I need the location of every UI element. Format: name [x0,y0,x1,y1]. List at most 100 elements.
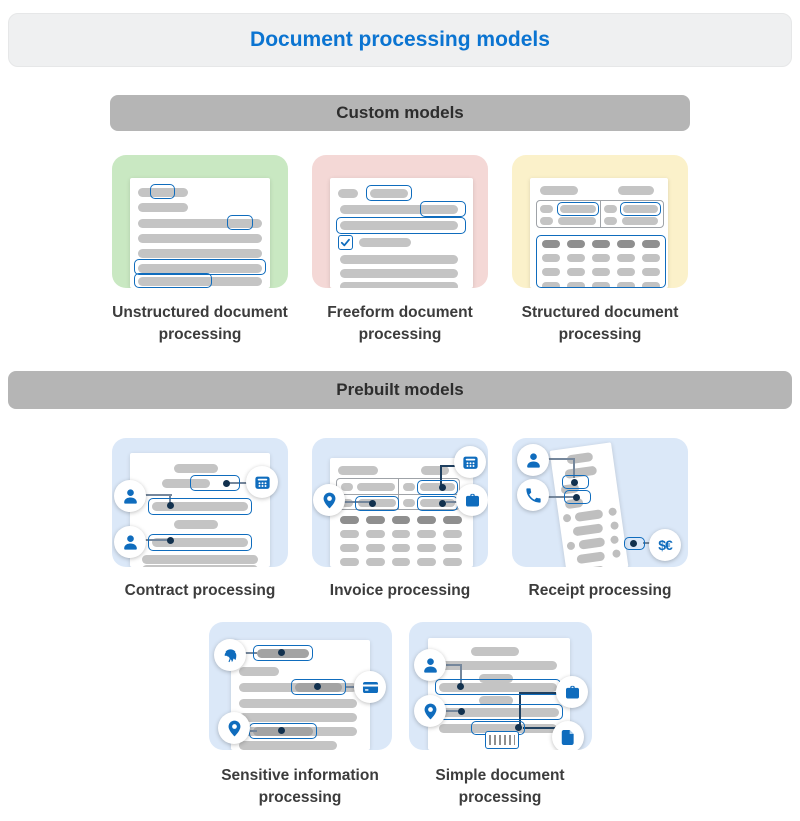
text-placeholder-bar [421,466,449,475]
table-cell-pill [592,268,610,276]
text-placeholder-bar [152,502,248,511]
field-highlight-box [557,202,599,216]
person-icon [114,480,146,512]
table-cell-pill [391,530,411,538]
table-cell-pill [340,544,359,552]
text-placeholder-bar [540,186,578,195]
table-cell-pill [340,516,359,524]
decor [427,706,433,712]
label-structured: Structured document processing [490,302,710,346]
card-sensitive-information-processing [209,622,392,750]
field-highlight-box [253,645,313,661]
field-highlight-box [148,534,252,551]
decor [424,703,436,719]
table-cell-pill [642,240,660,248]
label-line: Simple document [435,767,565,784]
currency-icon: $€ [649,529,681,561]
label-line: processing [358,326,442,343]
text-placeholder-bar [138,234,262,243]
text-placeholder-bar [623,205,658,213]
label-line: processing [258,789,342,806]
text-placeholder-bar [138,188,188,197]
text-placeholder-bar [420,483,455,491]
decor [526,452,540,468]
table-cell-pill [417,558,437,566]
person-icon [517,444,549,476]
text-placeholder-bar [403,483,415,491]
text-placeholder-bar [370,189,408,198]
field-highlight-box [336,217,466,234]
decor [261,481,263,484]
connector-line [145,539,171,542]
briefcase-icon [556,676,588,708]
decor [472,464,474,467]
label-simple: Simple document processing [390,765,610,809]
anchor-dot [457,683,464,690]
connector-line [345,686,357,689]
table-frame [536,200,664,228]
label-receipt: Receipt processing [528,582,672,599]
connector-line [226,482,250,485]
text-placeholder-bar [439,661,557,670]
phone-icon [517,479,549,511]
location-pin-icon [414,695,446,727]
table-cell-pill [340,558,359,566]
decor [264,481,266,484]
decor [228,654,231,662]
table-cell-pill [340,530,359,538]
text-placeholder-bar [138,264,262,273]
table-cell-pill [417,544,437,552]
calendar-icon [454,446,486,478]
receipt-pill [574,509,604,522]
text-placeholder-bar [558,217,596,225]
text-placeholder-bar [340,221,458,230]
text-placeholder-bar [439,708,559,717]
field-highlight-box [134,259,266,275]
anchor-dot [167,537,174,544]
table-cell-pill [365,530,385,538]
text-placeholder-bar [479,696,513,705]
fingerprint-icon [214,639,246,671]
decor [525,487,541,503]
receipt-pill [580,565,606,567]
decor [565,685,579,699]
text-placeholder-bar [439,724,557,733]
decor [323,492,335,508]
connector-line [440,465,443,485]
connector-line [573,458,576,478]
field-highlight-box [227,215,253,230]
decor [123,542,137,550]
receipt-illustration [549,442,629,567]
receipt-dot [566,541,576,551]
anchor-dot [223,480,230,487]
card-receipt-processing: $€ [512,438,688,567]
text-placeholder-bar [239,667,279,676]
decor [466,464,468,467]
connector-line [445,664,462,667]
connector-line [548,458,575,461]
text-placeholder-bar [618,186,654,195]
anchor-dot [458,708,465,715]
text-placeholder-bar [239,713,357,722]
connector-line [548,496,576,499]
table-cell-pill [617,254,635,262]
text-placeholder-bar [174,464,218,473]
table-cell-pill [391,544,411,552]
table-cell-grid [340,516,462,566]
label-line: processing [558,326,642,343]
label-line: Unstructured document [112,304,288,321]
table-divider [337,494,459,496]
text-placeholder-bar [142,565,258,567]
label-line: Sensitive information [221,767,379,784]
table-cell-pill [443,558,462,566]
decor [469,461,471,464]
decor [561,729,574,745]
table-cell-pill [365,544,385,552]
table-cell-pill [365,558,385,566]
anchor-dot [571,479,578,486]
decor [465,458,475,461]
text-placeholder-bar [142,555,258,564]
connector-line [169,494,172,505]
table-cell-pill [443,544,462,552]
decor [426,657,434,665]
